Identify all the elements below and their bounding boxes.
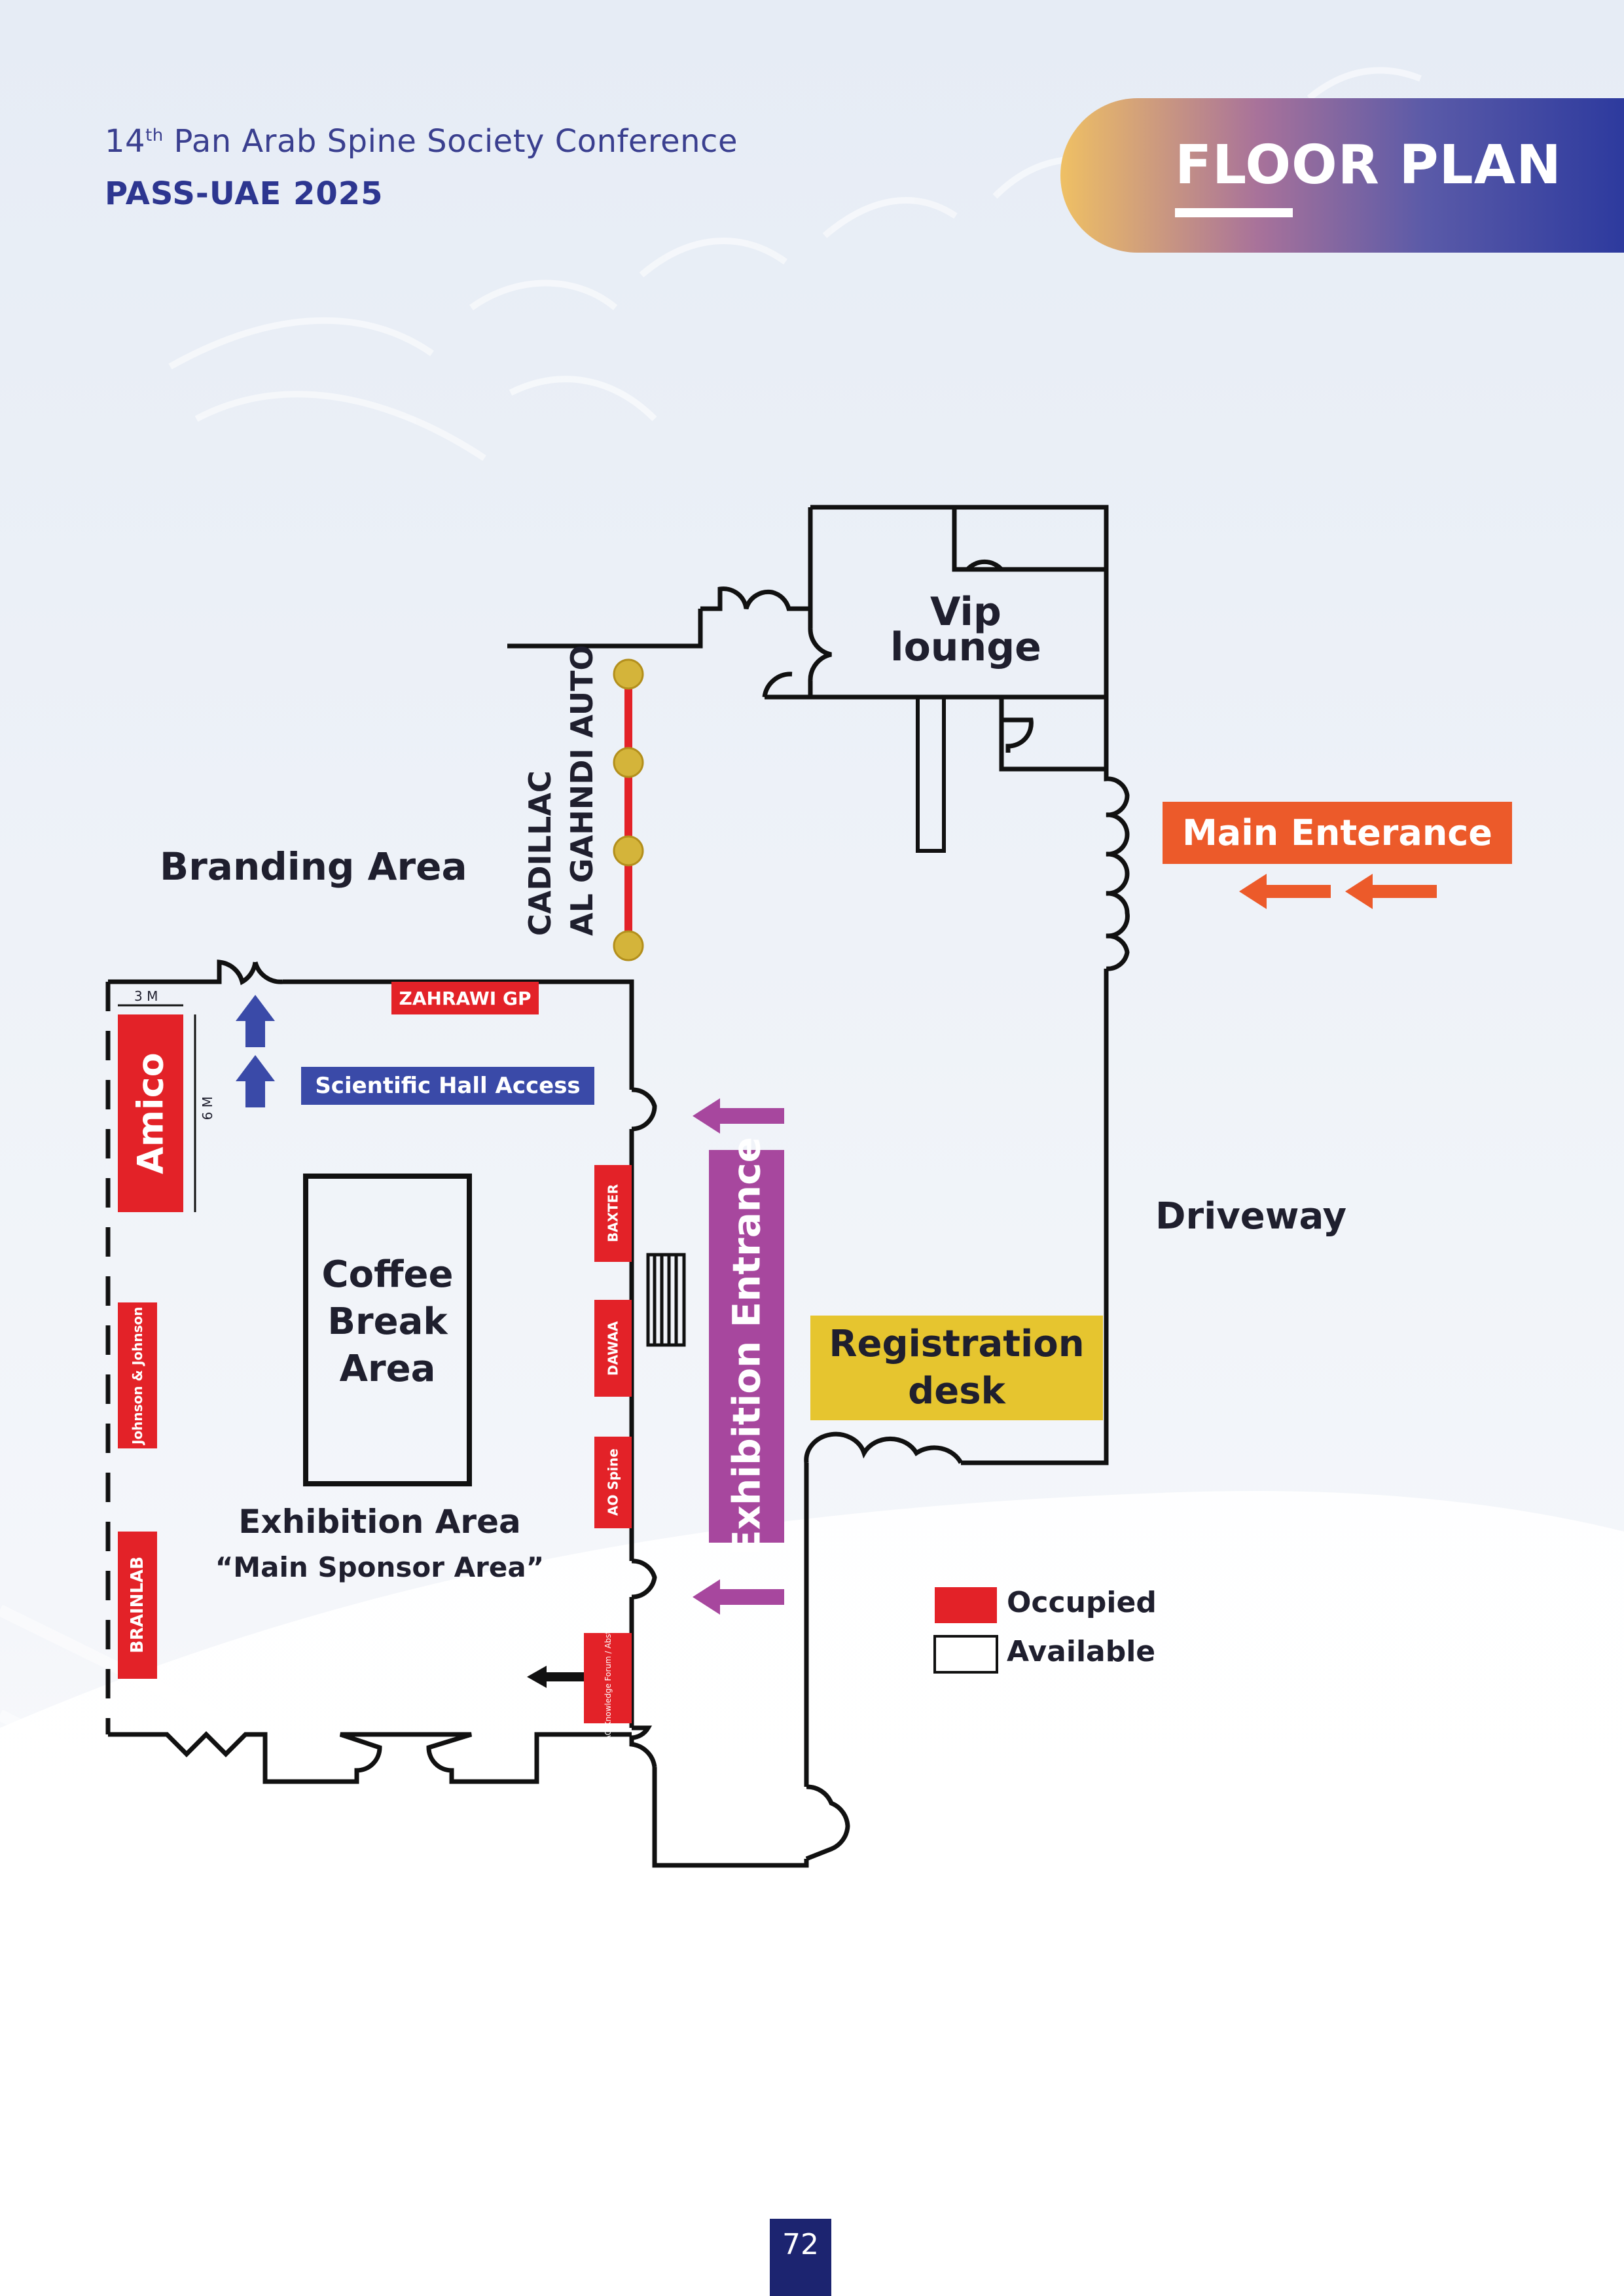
- booth-zahrawi-label: ZAHRAWI GP: [399, 987, 532, 1009]
- booth-zahrawi: [391, 982, 539, 1014]
- conference-ordinal: th: [145, 126, 164, 145]
- scientific-hall-access-label: Scientific Hall Access: [315, 1073, 581, 1099]
- entrance-doors: [1104, 772, 1130, 971]
- conference-name: 14th Pan Arab Spine Society Conference: [105, 123, 738, 160]
- door-arc: [631, 1558, 657, 1600]
- up-arrow-icon: [236, 995, 275, 1107]
- registration-line2: desk: [908, 1370, 1005, 1412]
- branding-area-label: Branding Area: [160, 844, 467, 889]
- sponsor-label: CADILLAC: [521, 674, 559, 936]
- event-code: PASS-UAE 2025: [105, 175, 384, 212]
- sponsor-rope: [613, 658, 644, 961]
- dimension-height-label: 6 M: [200, 1096, 215, 1121]
- booth-dawaa-label: DAWAA: [605, 1321, 621, 1376]
- door-arc: [762, 672, 793, 698]
- column: [916, 695, 946, 853]
- booth-brainlab-label: BRAINLAB: [128, 1556, 147, 1654]
- exhibition-entrance-box: [709, 1150, 784, 1543]
- door-arc: [804, 1431, 964, 1464]
- vip-room-wall: [999, 697, 1106, 772]
- main-entrance-box: [1163, 802, 1512, 864]
- booth-amico-label: Amico: [130, 1052, 171, 1174]
- driveway-label: Driveway: [1155, 1195, 1347, 1238]
- sponsor-label-2: AL GAHNDI AUTO: [563, 645, 601, 936]
- page-number: 72: [770, 2219, 831, 2296]
- vip-lounge-wall: [810, 505, 1109, 772]
- door-arc: [629, 1725, 657, 1768]
- registration-desk-label: Registration desk: [810, 1321, 1103, 1415]
- left-arrow-icon: [1239, 874, 1437, 909]
- vip-room-wall: [952, 507, 1106, 572]
- coffee-line2: Break: [327, 1300, 448, 1343]
- door-arc: [954, 559, 1003, 572]
- door-arc: [631, 1087, 657, 1132]
- page-title: FLOOR PLAN: [1175, 134, 1562, 196]
- sponsor-line1: CADILLAC: [522, 770, 558, 936]
- vip-lounge-line2: lounge: [890, 624, 1041, 670]
- legend-occupied-swatch: [935, 1587, 997, 1623]
- dimension-width-label: 3 M: [134, 988, 158, 1004]
- booth-baxter-label: BAXTER: [605, 1184, 621, 1243]
- conference-title: Pan Arab Spine Society Conference: [173, 123, 738, 160]
- corridor-wall: [507, 609, 703, 649]
- vip-lounge-line1: Vip: [929, 589, 1001, 635]
- booth-ao-knowledge: [584, 1633, 632, 1723]
- coffee-line3: Area: [339, 1348, 436, 1390]
- legend-occupied-label: Occupied: [1007, 1586, 1157, 1619]
- door-arc: [1001, 717, 1034, 753]
- coffee-break-box: [303, 1174, 472, 1486]
- registration-desk-box: [810, 1316, 1103, 1420]
- main-entrance-label: Main Enterance: [1182, 812, 1492, 853]
- booth-ao-spine: [594, 1437, 632, 1528]
- sponsor-line2: AL GAHNDI AUTO: [564, 645, 600, 936]
- booth-brainlab: [118, 1532, 157, 1679]
- left-arrow-icon: [527, 1666, 584, 1688]
- coffee-line1: Coffee: [321, 1253, 454, 1296]
- hall-wall-bottom: [108, 1731, 632, 1784]
- booth-ao-knowledge-line2: Forum / Abstract: [603, 1615, 613, 1681]
- conference-number: 14: [105, 123, 146, 160]
- booth-jnj: [118, 1302, 157, 1448]
- door-arc: [808, 628, 832, 681]
- booth-dawaa: [594, 1300, 632, 1397]
- booth-ao-spine-label: AO Spine: [605, 1448, 621, 1516]
- left-arrow-icon: [693, 1098, 784, 1615]
- door-arc: [805, 1784, 850, 1861]
- registration-line1: Registration: [829, 1323, 1085, 1365]
- vip-lounge-label: Vip lounge: [890, 589, 1041, 670]
- exhibition-area-label: Exhibition Area: [238, 1503, 521, 1541]
- legend-available-swatch: [933, 1635, 998, 1674]
- legend-available-label: Available: [1007, 1635, 1156, 1668]
- booth-ao-knowledge-label: AO Knowledge Forum / Abstract: [584, 1615, 632, 1740]
- stairs: [646, 1253, 686, 1347]
- booth-baxter: [594, 1165, 632, 1262]
- main-sponsor-area-label: “Main Sponsor Area”: [215, 1551, 545, 1583]
- coffee-break-label: Coffee Break Area: [306, 1251, 469, 1393]
- exhibition-entrance-label: Exhibition Entrance: [724, 1137, 769, 1556]
- scientific-hall-access-box: [301, 1067, 594, 1105]
- right-wall: [961, 969, 1109, 1465]
- corridor-wall: [652, 1767, 809, 1868]
- title-underline: [1175, 208, 1293, 217]
- title-banner: [1060, 98, 1624, 253]
- door-arc: [700, 507, 813, 611]
- door-arc: [108, 960, 283, 986]
- booth-ao-knowledge-line1: AO Knowledge: [603, 1683, 613, 1741]
- booth-jnj-label: Johnson & Johnson: [130, 1306, 145, 1444]
- booth-amico: [118, 1014, 183, 1212]
